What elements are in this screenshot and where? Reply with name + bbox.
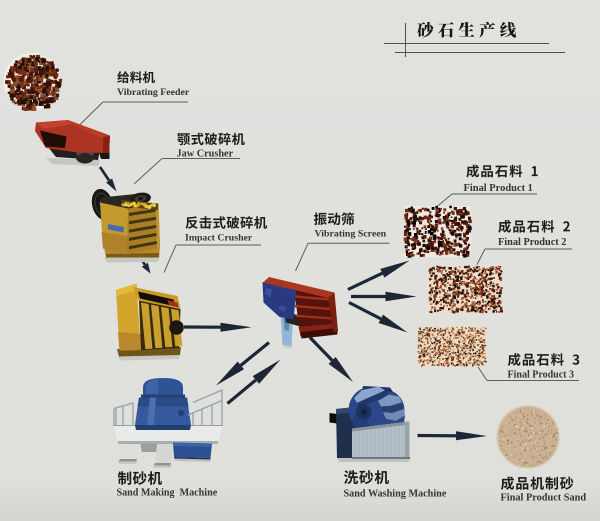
svg-text:Sand Washing Machine: Sand Washing Machine — [344, 488, 447, 499]
svg-text:Sand Making Machine: Sand Making Machine — [117, 487, 218, 498]
svg-text:Final Product 2: Final Product 2 — [498, 237, 566, 248]
svg-text:Final Product Sand: Final Product Sand — [501, 492, 587, 503]
svg-text:Vibrating Screen: Vibrating Screen — [315, 228, 387, 239]
svg-text:Final Product 3: Final Product 3 — [508, 369, 574, 380]
svg-text:Vibrating Feeder: Vibrating Feeder — [117, 87, 190, 98]
svg-text:Final Product 1: Final Product 1 — [464, 183, 533, 194]
svg-text:Impact Crusher: Impact Crusher — [185, 232, 253, 243]
svg-text:Jaw Crusher: Jaw Crusher — [177, 148, 234, 159]
